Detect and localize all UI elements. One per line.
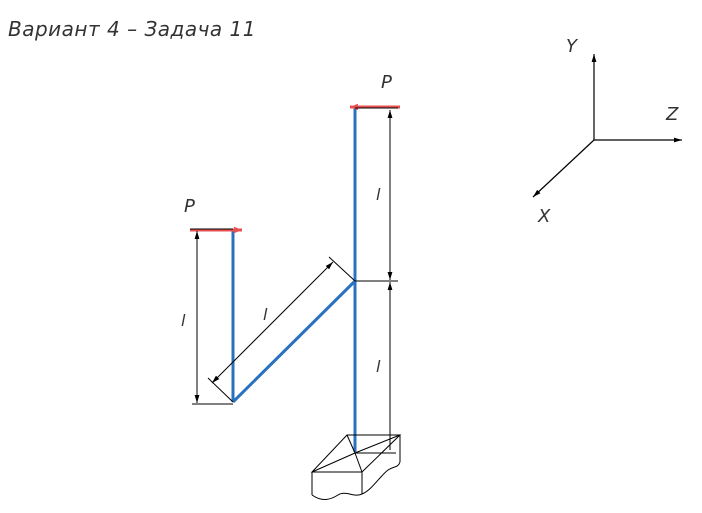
diagonal-member — [231, 279, 357, 404]
fixed-support — [310, 434, 402, 500]
task-title: Вариант 4 – Задача 11 — [8, 17, 256, 41]
y-axis-label: Y — [566, 36, 579, 57]
dimension-lines — [190, 107, 398, 450]
dimension-label-left: l — [181, 311, 186, 330]
coordinate-axes — [532, 54, 682, 198]
dimension-label-diagonal: l — [263, 305, 268, 324]
force-label-top: P — [381, 72, 392, 93]
force-label-left: P — [184, 196, 195, 217]
x-axis — [532, 139, 595, 198]
frame — [231, 108, 357, 452]
x-axis-label: X — [537, 206, 551, 227]
dimension-label-upper: l — [376, 185, 381, 204]
z-axis-label: Z — [665, 104, 679, 125]
dimension-label-lower: l — [376, 357, 381, 376]
